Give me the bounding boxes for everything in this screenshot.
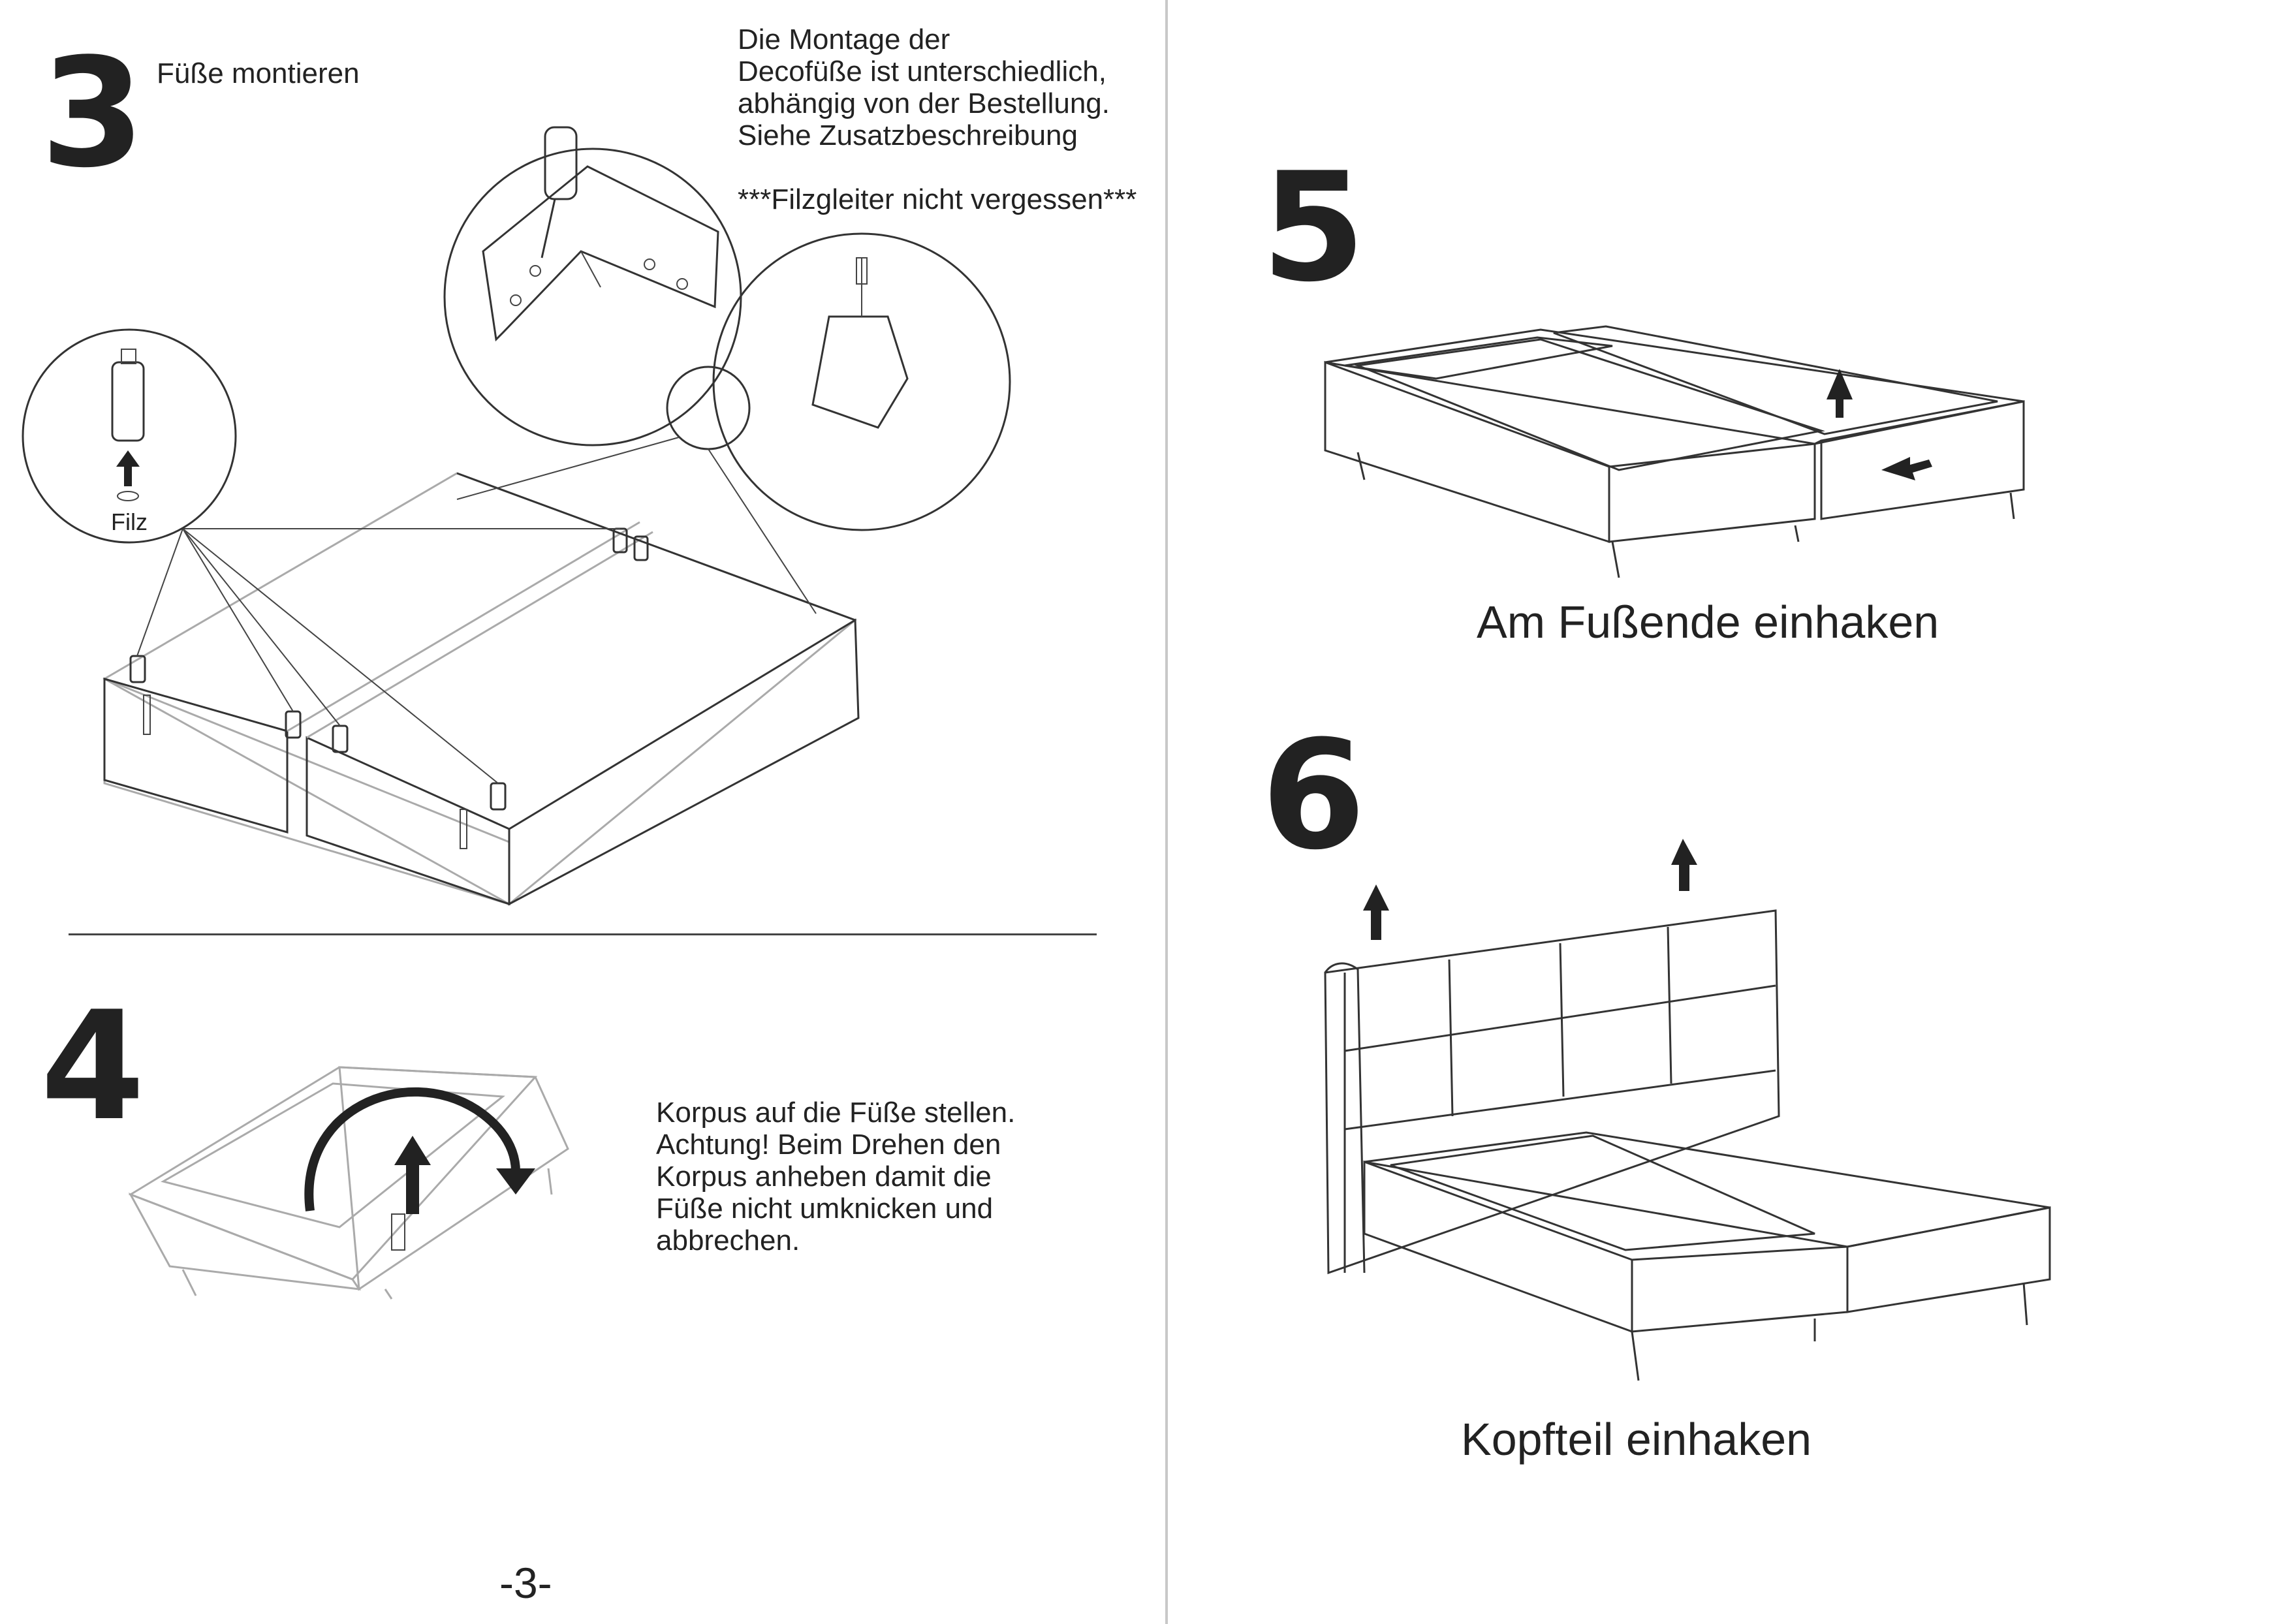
leg-stub [633,535,649,561]
step-6-headboard-illustration [1324,839,2051,1381]
screwdriver-detail-circle [443,126,742,446]
step-3-title: Füße montieren [157,57,360,89]
hook-bracket [391,1213,405,1251]
step-4-instructions: Korpus auf die Füße stellen. Achtung! Be… [656,1097,1016,1257]
step-separator [69,933,1097,935]
deco-foot-detail-circle [456,232,1011,614]
step-5-number: 5 [1261,141,1366,315]
step-3-number: 3 [40,27,146,201]
step-5-bed-illustration [1324,325,2025,578]
leg-stub [490,782,507,811]
step-6-caption: Kopfteil einhaken [1461,1414,1812,1465]
hook-bracket [143,695,151,735]
felt-pad-detail-circle [22,328,237,544]
page-number: -3- [499,1559,552,1607]
step-4-turning-illustration [128,1066,569,1300]
leg-stub [332,725,349,753]
page-fold-line [1165,0,1168,1624]
step-3-bed-base-illustration [102,472,860,906]
filz-label: Filz [111,508,148,535]
step-3-note: Die Montage der Decofüße ist unterschied… [738,23,1137,215]
step-5-caption: Am Fußende einhaken [1477,597,1939,648]
step-6-number: 6 [1261,709,1366,883]
hook-bracket [460,809,467,849]
step-4-number: 4 [40,980,146,1154]
